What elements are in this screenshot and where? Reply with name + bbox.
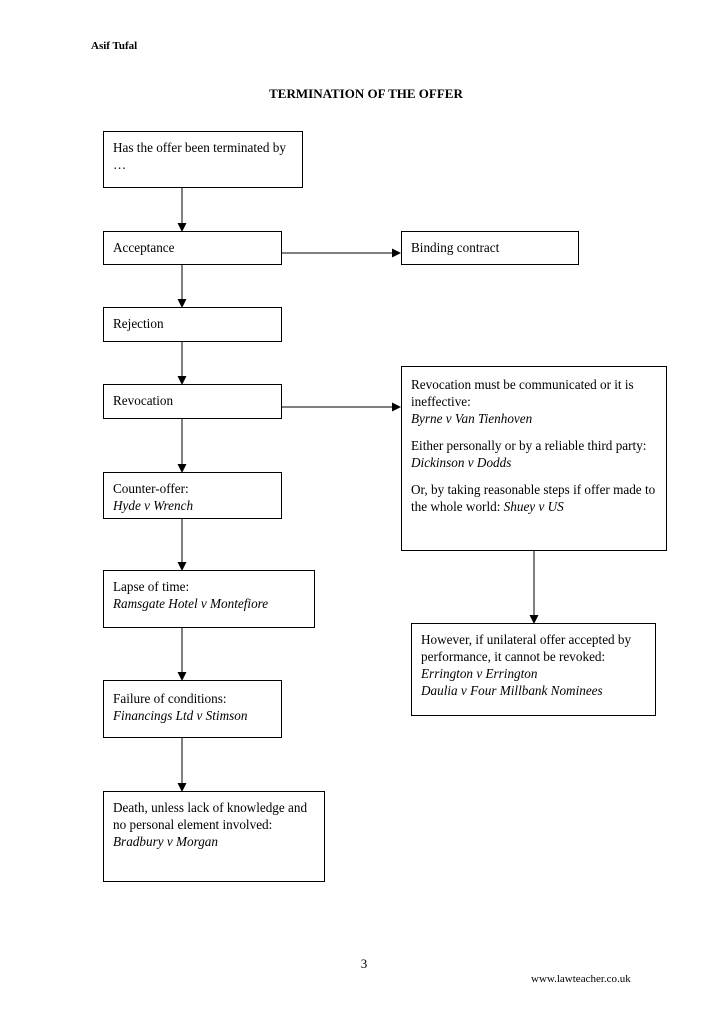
revocation-rule-3: Or, by taking reasonable steps if offer … bbox=[411, 482, 656, 514]
box-revocation-rules: Revocation must be communicated or it is… bbox=[401, 366, 667, 551]
box-counter-offer: Counter-offer: Hyde v Wrench bbox=[103, 472, 282, 519]
page-title: TERMINATION OF THE OFFER bbox=[269, 86, 463, 101]
box-lapse-of-time: Lapse of time: Ramsgate Hotel v Montefio… bbox=[103, 570, 315, 628]
box-revocation: Revocation bbox=[103, 384, 282, 419]
author-name: Asif Tufal bbox=[91, 40, 138, 52]
box-acceptance: Acceptance bbox=[103, 231, 282, 265]
box-death: Death, unless lack of knowledge and no p… bbox=[103, 791, 325, 882]
revocation-rule-2: Either personally or by a reliable third… bbox=[411, 438, 647, 470]
revocation-rule-1: Revocation must be communicated or it is… bbox=[411, 377, 634, 426]
box-rejection: Rejection bbox=[103, 307, 282, 342]
page-number: 3 bbox=[360, 956, 368, 971]
box-binding-contract: Binding contract bbox=[401, 231, 579, 265]
box-start-question: Has the offer been terminated by … bbox=[103, 131, 303, 188]
box-unilateral-offer: However, if unilateral offer accepted by… bbox=[411, 623, 656, 716]
box-failure-of-conditions: Failure of conditions: Financings Ltd v … bbox=[103, 680, 282, 738]
footer-site: www.lawteacher.co.uk bbox=[531, 973, 631, 985]
